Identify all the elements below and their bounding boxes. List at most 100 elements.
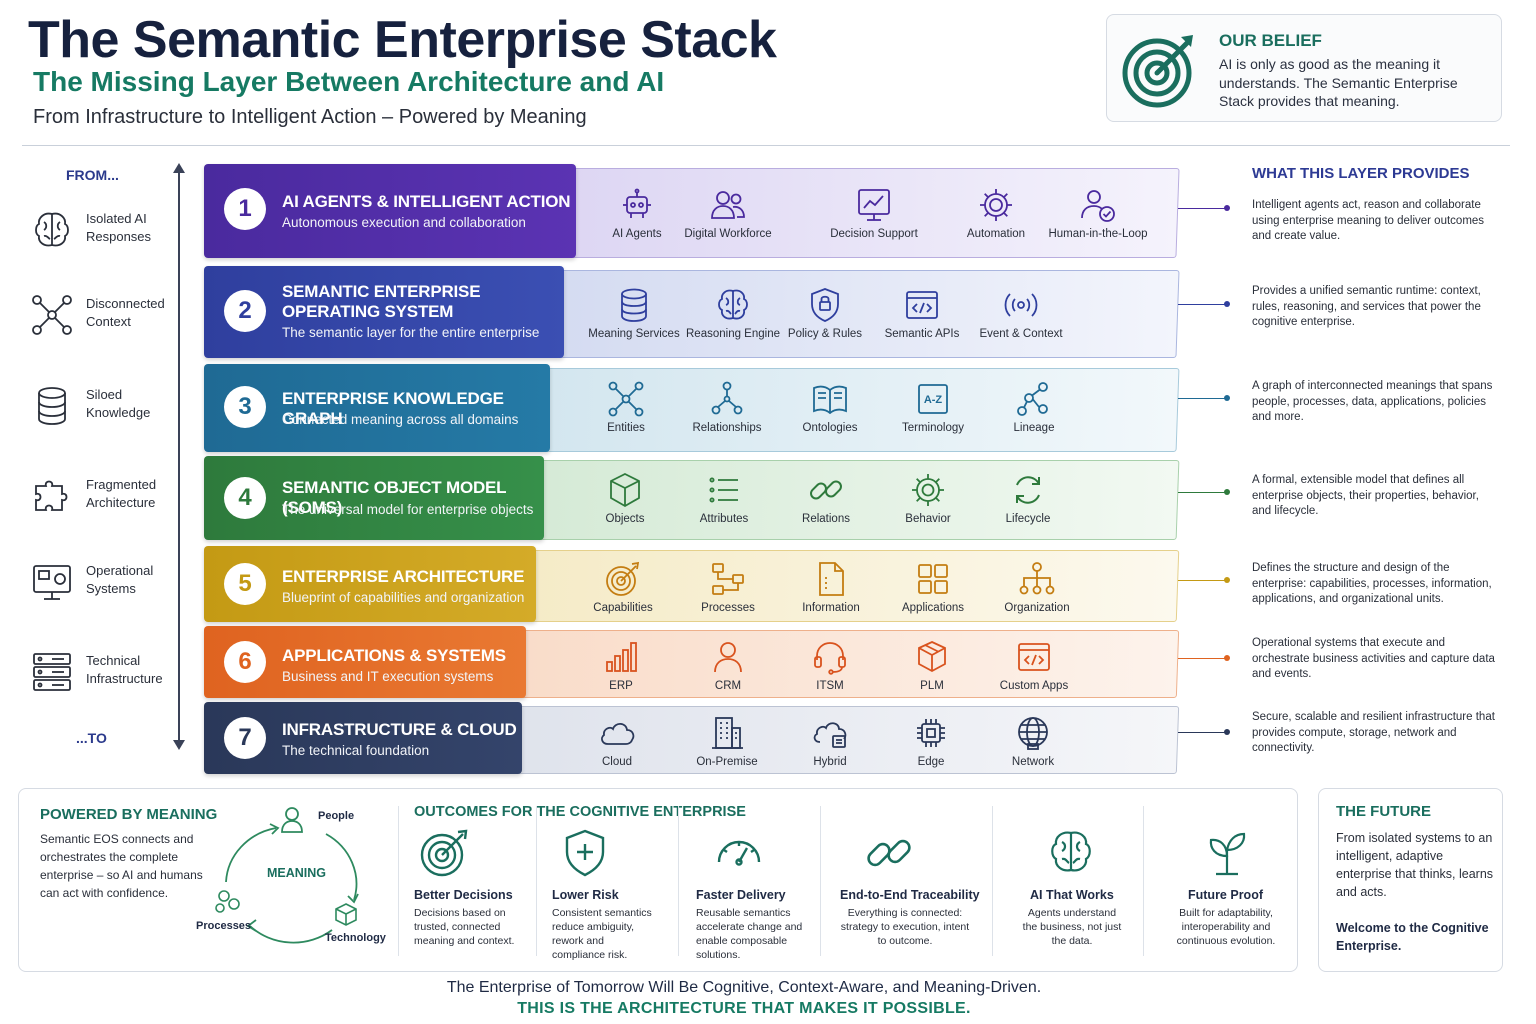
from-item-label: Isolated AI Responses [86, 211, 152, 244]
monitor-icon [33, 565, 71, 600]
divider [1143, 806, 1144, 956]
layer-title: ENTERPRISE ARCHITECTURE [282, 567, 525, 586]
connector-line [1178, 658, 1228, 659]
layer-item-label: Custom Apps [999, 680, 1069, 692]
layer-number: 5 [224, 563, 266, 605]
shield-icon [811, 288, 839, 322]
connector-line [1178, 304, 1228, 305]
layer-title: ENTERPRISE KNOWLEDGE GRAPH [282, 389, 504, 428]
layer-title: SEMANTIC ENTERPRISE OPERATING SYSTEM [282, 282, 481, 321]
layer-item: Relations [771, 471, 881, 525]
from-item-label: Technical Infrastructure [86, 653, 163, 686]
layer-item: PLM [877, 638, 987, 692]
connector-dot [1224, 655, 1230, 661]
document-icon [819, 562, 844, 596]
outcome-text: Consistent semantics reduce ambiguity, r… [552, 907, 652, 961]
connector-line [1178, 398, 1228, 399]
layer-item-label: Semantic APIs [884, 328, 960, 340]
layer-item: Semantic APIs [867, 286, 977, 340]
layer-item-label: Objects [605, 513, 645, 525]
layer-number: 4 [224, 477, 266, 519]
globe-icon [1018, 717, 1048, 750]
layer-item: Information [776, 560, 886, 614]
layer-item-label: PLM [920, 680, 944, 692]
footer-cta: THIS IS THE ARCHITECTURE THAT MAKES IT P… [517, 1000, 971, 1017]
layer-item: Capabilities [568, 560, 678, 614]
layer-item-label: Cloud [601, 756, 633, 768]
layer-subtitle: The semantic layer for the entire enterp… [282, 325, 540, 340]
robot-icon [623, 188, 651, 218]
layer-item-label: Capabilities [593, 602, 653, 614]
layer-item-label: AI Agents [612, 228, 662, 240]
layer-title: SEMANTIC OBJECT MODEL (SOMS) [282, 478, 507, 517]
layer-item-label: Behavior [905, 513, 951, 525]
future-text: From isolated systems to an intelligent,… [1336, 831, 1494, 899]
layer-item-label: CRM [714, 680, 742, 692]
from-item-disconnected-context: Disconnected Context [30, 291, 180, 337]
flow-icon [712, 563, 744, 595]
layer-item-label: Lifecycle [1005, 513, 1051, 525]
layer-item-label: Automation [966, 228, 1026, 240]
layer-item: Processes [673, 560, 783, 614]
layer-item: Attributes [669, 471, 779, 525]
layer-item-label: On-Premise [696, 756, 758, 768]
code-window-icon [906, 291, 938, 319]
connector-line [1178, 732, 1228, 733]
server-icon [33, 653, 71, 691]
divider [536, 806, 537, 956]
arrow-down-icon [173, 740, 185, 750]
layer-item-label: Processes [701, 602, 755, 614]
layer-band: 5 ENTERPRISE ARCHITECTURE Blueprint of c… [204, 546, 536, 622]
layer-1-provides: Intelligent agents act, reason and colla… [1252, 199, 1485, 242]
az-icon: A-Z [918, 384, 948, 414]
connector-dot [1224, 205, 1230, 211]
outcome-text: Reusable semantics accelerate change and… [696, 907, 803, 961]
layer-6-applications: 6 APPLICATIONS & SYSTEMS Business and IT… [204, 626, 1180, 698]
technology-icon [335, 903, 357, 926]
layer-item: ITSM [775, 638, 885, 692]
from-item-label: Siloed Knowledge [86, 387, 151, 420]
target-icon [1122, 35, 1193, 108]
layer-item: AI Agents [582, 186, 692, 240]
cycle-people-label: People [318, 810, 355, 822]
layer-5-provides: Defines the structure and design of the … [1252, 562, 1492, 605]
layer-6-provides: Operational systems that execute and orc… [1252, 637, 1495, 680]
outcome-title: Faster Delivery [696, 888, 786, 902]
chart-board-icon [858, 189, 890, 221]
link-icon [810, 480, 842, 500]
layer-item: Organization [982, 560, 1092, 614]
connector-line [1178, 492, 1228, 493]
connector-line [1178, 208, 1228, 209]
page-subtitle: The Missing Layer Between Architecture a… [33, 66, 665, 97]
user-icon [714, 642, 742, 673]
layer-band: 3 ENTERPRISE KNOWLEDGE GRAPH Connected m… [204, 364, 550, 452]
layer-item-label: Policy & Rules [787, 328, 863, 340]
layer-item: CRM [673, 638, 783, 692]
layer-item-label: Hybrid [813, 756, 847, 768]
from-item-operational-systems: Operational Systems [30, 558, 180, 604]
layer-2-semantic-eos: 2 SEMANTIC ENTERPRISE OPERATING SYSTEM T… [204, 266, 1180, 358]
layer-item: Applications [878, 560, 988, 614]
layer-item: Edge [876, 714, 986, 768]
layer-5-enterprise-architecture: 5 ENTERPRISE ARCHITECTURE Blueprint of c… [204, 546, 1180, 622]
headset-icon [814, 642, 846, 675]
from-item-technical-infrastructure: Technical Infrastructure [30, 648, 180, 694]
link-icon [867, 839, 911, 867]
layer-title: INFRASTRUCTURE & CLOUD [282, 720, 517, 739]
lineage-icon [1017, 382, 1048, 416]
layer-item-label: Information [802, 602, 860, 614]
layer-item-label: Reasoning Engine [686, 328, 780, 340]
to-label: ...TO [76, 730, 107, 746]
layer-item: ERP [566, 638, 676, 692]
from-label: FROM... [66, 167, 119, 183]
from-item-label: Fragmented Architecture [86, 477, 157, 510]
layer-item: Lineage [979, 380, 1089, 434]
layer-subtitle: The universal model for enterprise objec… [282, 502, 534, 517]
layer-number: 3 [224, 386, 266, 428]
powered-text: Semantic EOS connects and orchestrates t… [40, 832, 203, 900]
from-item-siloed-knowledge: Siloed Knowledge [30, 382, 180, 428]
layer-item: Ontologies [775, 380, 885, 434]
layer-item: Entities [571, 380, 681, 434]
cycle-technology-label: Technology [325, 932, 386, 944]
layer-number: 1 [224, 188, 266, 230]
